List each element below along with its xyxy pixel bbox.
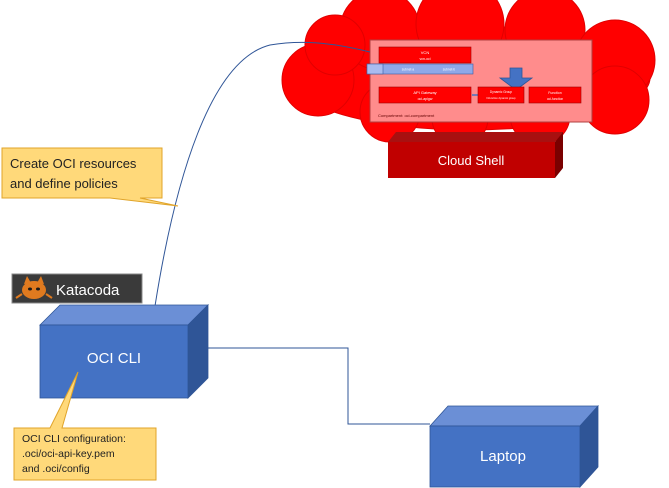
subnet-a-label: subnet-a xyxy=(402,68,415,72)
top-callout-line1: Create OCI resources xyxy=(10,156,137,171)
laptop-to-cli-connector xyxy=(206,347,430,425)
api-gateway-box xyxy=(378,86,472,104)
vcn-box xyxy=(378,46,472,64)
oci-cli-block: OCI CLI xyxy=(39,304,209,399)
oci-cli-label: OCI CLI xyxy=(87,350,141,367)
laptop-block: Laptop xyxy=(429,404,599,488)
top-callout-line2: and define policies xyxy=(10,176,118,191)
laptop-label: Laptop xyxy=(480,448,526,465)
dynamic-group-title: Dynamic Group xyxy=(490,90,512,94)
cloud-shell-label: Cloud Shell xyxy=(438,153,505,168)
bottom-callout-line3: and .oci/config xyxy=(22,463,90,475)
api-gateway-sub: oci-apigw xyxy=(418,97,433,101)
katacoda-label: Katacoda xyxy=(56,282,120,299)
bottom-callout-line2: .oci/oci-api-key.pem xyxy=(22,448,115,460)
top-callout: Create OCI resources and define policies xyxy=(1,147,179,207)
function-sub: oci-function xyxy=(547,97,564,101)
subnet-handle xyxy=(366,63,384,75)
function-title: Function xyxy=(548,91,561,95)
katacoda-cat-icon xyxy=(15,276,53,299)
function-box xyxy=(528,86,582,104)
dynamic-group-box xyxy=(477,86,525,104)
dynamic-group-sub: fnfunction dynamic group xyxy=(487,96,517,100)
katacoda-logo: Katacoda xyxy=(11,273,143,304)
down-arrow-icon xyxy=(498,67,534,91)
cloud-shell-block: Cloud Shell xyxy=(388,132,563,178)
oci-cloud: VCN vcn-oci subnet-a subnet-b API Gatewa… xyxy=(281,0,656,147)
bottom-callout-line1: OCI CLI configuration: xyxy=(22,433,126,445)
vcn-sub: vcn-oci xyxy=(419,57,430,61)
api-gateway-title: API Gateway xyxy=(413,90,436,95)
subnet-b-label: subnet-b xyxy=(443,68,456,72)
vcn-title: VCN xyxy=(421,50,430,55)
bottom-callout: OCI CLI configuration: .oci/oci-api-key.… xyxy=(13,371,157,481)
compartment-label: Compartment: oci-compartment xyxy=(378,113,435,118)
katacoda-to-cloud-connector xyxy=(154,41,371,307)
